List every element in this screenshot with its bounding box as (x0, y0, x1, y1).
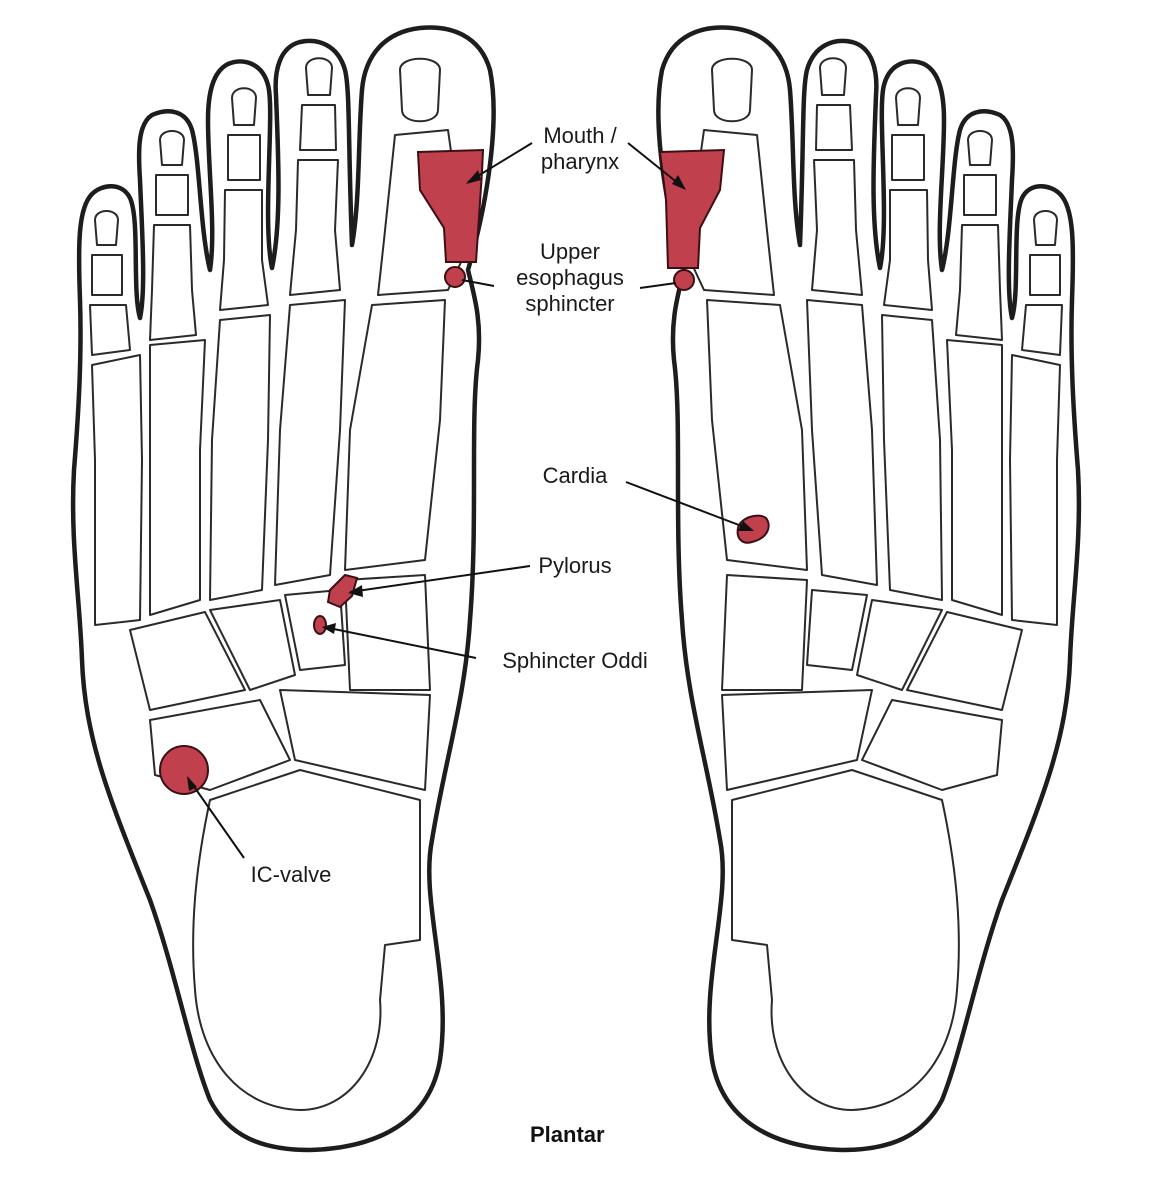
left-sphincter-oddi-zone (313, 615, 327, 635)
label-ic-valve: IC-valve (250, 862, 332, 887)
arrowhead-mouth-right (672, 175, 686, 190)
arrowhead-ic-valve (187, 776, 197, 791)
left-foot-outline (70, 25, 496, 1153)
leader-esophagus-right (639, 282, 677, 289)
right-foot-bones (689, 57, 1063, 1111)
label-mouth-pharynx: Mouth / pharynx (540, 123, 620, 174)
left-ic-valve-zone (159, 745, 209, 795)
leader-ic-valve (187, 777, 245, 859)
arrowhead-pylorus (348, 585, 363, 597)
label-cardia: Cardia (542, 463, 608, 488)
leader-sphincter-oddi (323, 626, 477, 659)
leader-esophagus-left (461, 279, 495, 287)
left-mouth-pharynx-zone (416, 148, 485, 263)
right-foot-outline (656, 25, 1082, 1153)
left-foot-bones (89, 57, 463, 1111)
arrowhead-cardia (738, 521, 754, 531)
left-upper-esophagus-zone (444, 266, 466, 288)
arrowhead-mouth-left (466, 170, 481, 184)
caption-plantar: Plantar (530, 1122, 605, 1147)
label-sphincter-oddi: Sphincter Oddi (502, 648, 648, 673)
left-pylorus-zone (326, 573, 359, 609)
label-upper-esophagus-sphincter: Upper esophagus sphincter (516, 239, 624, 316)
leader-pylorus (349, 565, 531, 593)
leader-cardia (625, 481, 753, 531)
arrowhead-sphincter-oddi (322, 623, 336, 634)
right-upper-esophagus-zone (673, 269, 695, 291)
label-pylorus: Pylorus (538, 553, 612, 578)
leader-lines (187, 142, 754, 859)
right-cardia-zone (736, 514, 770, 544)
